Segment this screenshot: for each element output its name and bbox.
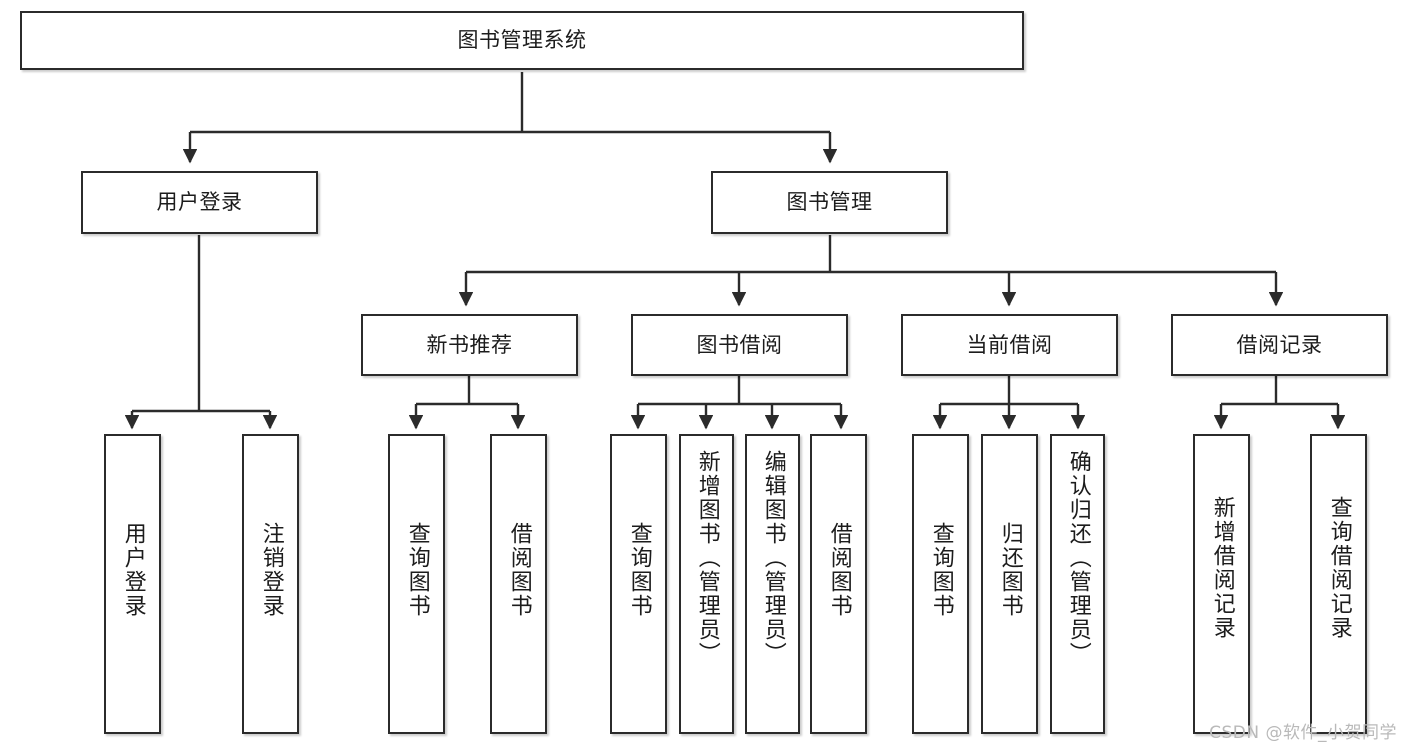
leaf-borrow-book-2-label: 借阅图书 xyxy=(826,522,852,618)
leaf-confirm-return-admin-label: 确认归还（管理员） xyxy=(1065,450,1091,666)
node-root[interactable]: 图书管理系统 xyxy=(20,11,1024,70)
leaf-query-book-3[interactable]: 查询图书 xyxy=(912,434,969,734)
node-borrow-records-label: 借阅记录 xyxy=(1236,332,1323,357)
leaf-borrow-book-1[interactable]: 借阅图书 xyxy=(490,434,547,734)
leaf-query-borrow-record[interactable]: 查询借阅记录 xyxy=(1310,434,1367,734)
leaf-add-borrow-record-label: 新增借阅记录 xyxy=(1209,496,1235,640)
leaf-confirm-return-admin[interactable]: 确认归还（管理员） xyxy=(1050,434,1105,734)
leaf-return-book[interactable]: 归还图书 xyxy=(981,434,1038,734)
node-new-book-recommend[interactable]: 新书推荐 xyxy=(361,314,578,376)
leaf-add-book-admin-label: 新增图书（管理员） xyxy=(694,450,720,666)
leaf-edit-book-admin[interactable]: 编辑图书（管理员） xyxy=(745,434,800,734)
leaf-borrow-book-2[interactable]: 借阅图书 xyxy=(810,434,867,734)
leaf-query-borrow-record-label: 查询借阅记录 xyxy=(1326,496,1352,640)
node-borrow-records[interactable]: 借阅记录 xyxy=(1171,314,1388,376)
leaf-query-book-3-label: 查询图书 xyxy=(928,522,954,618)
leaf-user-login-label: 用户登录 xyxy=(120,522,146,618)
csdn-watermark: CSDN @软件_小贺同学 xyxy=(1209,723,1397,743)
node-book-borrow-label: 图书借阅 xyxy=(696,332,783,357)
leaf-return-book-label: 归还图书 xyxy=(997,522,1023,618)
node-current-borrow-label: 当前借阅 xyxy=(966,332,1053,357)
node-book-borrow[interactable]: 图书借阅 xyxy=(631,314,848,376)
leaf-add-book-admin[interactable]: 新增图书（管理员） xyxy=(679,434,734,734)
node-user-login[interactable]: 用户登录 xyxy=(81,171,318,234)
leaf-add-borrow-record[interactable]: 新增借阅记录 xyxy=(1193,434,1250,734)
leaf-logout-label: 注销登录 xyxy=(258,522,284,618)
leaf-query-book-1[interactable]: 查询图书 xyxy=(388,434,445,734)
node-book-management[interactable]: 图书管理 xyxy=(711,171,948,234)
node-root-label: 图书管理系统 xyxy=(457,28,587,53)
leaf-query-book-2-label: 查询图书 xyxy=(626,522,652,618)
leaf-edit-book-admin-label: 编辑图书（管理员） xyxy=(760,450,786,666)
leaf-query-book-1-label: 查询图书 xyxy=(404,522,430,618)
node-user-login-label: 用户登录 xyxy=(156,190,243,215)
leaf-borrow-book-1-label: 借阅图书 xyxy=(506,522,532,618)
leaf-user-login[interactable]: 用户登录 xyxy=(104,434,161,734)
leaf-logout[interactable]: 注销登录 xyxy=(242,434,299,734)
node-new-book-recommend-label: 新书推荐 xyxy=(426,332,513,357)
node-book-management-label: 图书管理 xyxy=(786,190,873,215)
leaf-query-book-2[interactable]: 查询图书 xyxy=(610,434,667,734)
node-current-borrow[interactable]: 当前借阅 xyxy=(901,314,1118,376)
